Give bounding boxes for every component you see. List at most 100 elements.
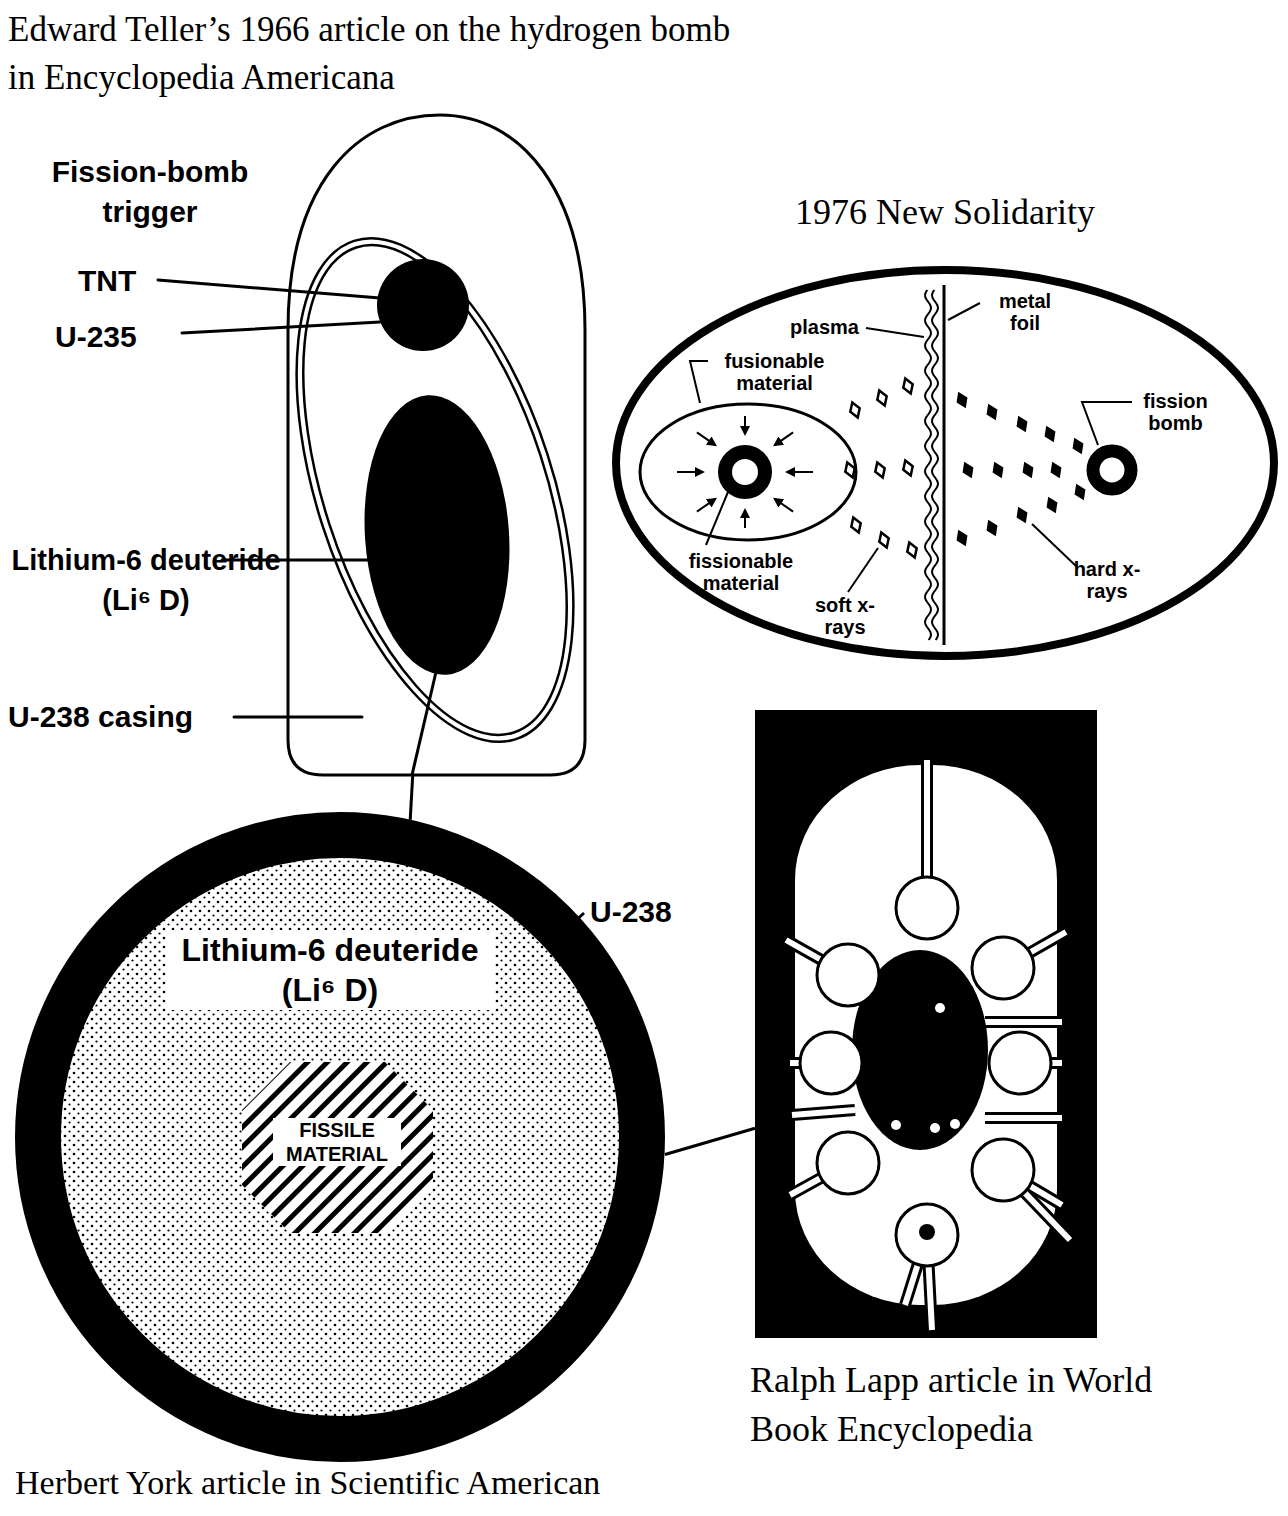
primary-sphere (817, 1132, 879, 1194)
leader-line (690, 361, 708, 403)
node-drawing (38, 835, 642, 1439)
bomb-diagram: Edward Teller’s 1966 article on the hydr… (288, 115, 585, 775)
hard-xray (1047, 459, 1065, 480)
part-label: hard x-rays (1062, 558, 1152, 602)
bomb-cross-section: FISSILE MATERIAL Lithium-6 deuteride (Li⁶… (15, 812, 665, 1462)
implosion-arrow (744, 416, 746, 434)
hard-xray (959, 459, 977, 480)
part-label: Fission-bomb trigger (30, 152, 270, 232)
part-label: soft x-rays (805, 594, 885, 638)
node-outline (288, 115, 585, 775)
zoom-connector (665, 1128, 755, 1154)
bomb-casing (288, 115, 585, 775)
leader-line (706, 492, 728, 545)
fissile-core (242, 1062, 433, 1233)
source-caption: Edward Teller’s 1966 article on the hydr… (8, 6, 738, 101)
detonator (919, 1224, 935, 1240)
soft-xray (843, 461, 858, 479)
primary-sphere (896, 1204, 958, 1266)
hard-xray (983, 517, 1001, 538)
source-caption: 1976 New Solidarity (612, 188, 1278, 237)
hard-xray (1013, 413, 1031, 434)
leader-line (234, 716, 362, 719)
soft-xray (873, 461, 888, 479)
hard-xray (953, 389, 971, 410)
hard-xray (1043, 494, 1061, 515)
part-label: Lithium-6 deuteride (Li⁶ D) (0, 540, 292, 620)
node-drawing (616, 270, 1274, 656)
part-label: TNT (78, 262, 136, 300)
part-label: U-235 (55, 318, 137, 356)
rod (792, 1110, 855, 1115)
node-drawing (242, 1062, 433, 1233)
core-dot (935, 1003, 945, 1013)
part-label: metal foil (985, 290, 1065, 334)
hard-xray (1013, 504, 1031, 525)
inner-casing (251, 213, 620, 767)
implosion-arrow (787, 471, 813, 473)
leader-line (572, 913, 584, 924)
node-outline (612, 265, 1278, 660)
leader-line (1082, 402, 1132, 445)
soft-xray (901, 377, 916, 395)
soft-xray (848, 401, 863, 419)
fission-trigger (377, 259, 469, 351)
fissile-region: FISSILE MATERIAL (240, 1060, 435, 1235)
part-label: U-238 casing (8, 698, 193, 736)
soft-xray (901, 459, 916, 477)
bomb-diagram: 1976 New Solidarity (612, 265, 1278, 660)
part-label: fissionable material (676, 550, 806, 594)
fission-sparkplug (725, 452, 765, 492)
core-dot (930, 1123, 940, 1133)
part-label: fission bomb (1128, 390, 1223, 434)
node-outline (755, 710, 1097, 1338)
hard-xray (1019, 459, 1037, 480)
implosion-arrow (697, 432, 715, 445)
soft-xray (877, 531, 892, 549)
core-dot (950, 1119, 960, 1129)
rod (985, 1115, 1062, 1121)
core-dot (891, 1120, 901, 1130)
uranium-shell (38, 835, 642, 1439)
zoom-line (412, 672, 436, 775)
inner-casing (242, 204, 628, 775)
node-drawing (755, 710, 1097, 1338)
part-label: Lithium-6 deuteride (Li⁶ D) (166, 930, 494, 1010)
implosion-arrow (744, 510, 746, 528)
fissile-hatch (242, 1062, 433, 1233)
part-label: plasma (790, 315, 859, 340)
primary-sphere (989, 1032, 1051, 1094)
rod (985, 1019, 1062, 1025)
source-caption: Ralph Lapp article in World Book Encyclo… (750, 1356, 1170, 1454)
part-label: U-238 (590, 893, 672, 931)
leader-line (848, 548, 878, 592)
hard-xray (1071, 481, 1089, 502)
implosion-arrow (697, 499, 715, 512)
rod (985, 1016, 1062, 1028)
fission-bomb (1093, 451, 1131, 489)
leader-line (866, 328, 924, 337)
zoom-connector (410, 775, 413, 820)
node-drawing (242, 115, 628, 776)
primary-sphere (896, 877, 958, 939)
hard-xray (983, 401, 1001, 422)
hard-xray (953, 527, 971, 548)
soft-xray (905, 541, 920, 559)
rod (792, 1110, 855, 1115)
black-ground (755, 710, 1097, 1338)
primary-sphere (800, 1032, 862, 1094)
fusion-capsule (640, 404, 856, 540)
plasma-wave (932, 290, 938, 640)
leader-line (1032, 524, 1076, 566)
implosion-arrow (677, 471, 703, 473)
fusion-fuel (355, 390, 518, 679)
bomb-casing (616, 270, 1274, 656)
soft-xray (849, 516, 864, 534)
soft-xray (875, 389, 890, 407)
implosion-arrow (775, 432, 793, 445)
hard-xray (989, 459, 1007, 480)
metal-foil (943, 285, 946, 645)
leader-line (158, 280, 380, 298)
primary-sphere (972, 937, 1034, 999)
